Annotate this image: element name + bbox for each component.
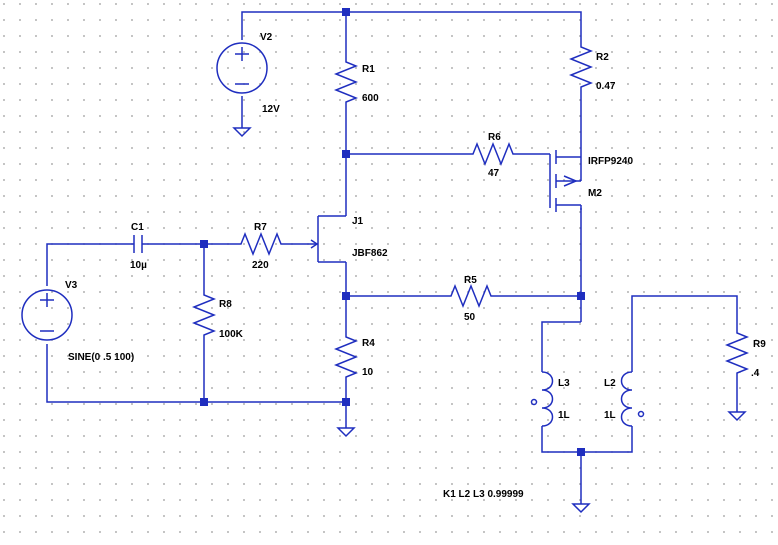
wire-top-rail	[241, 11, 582, 42]
r5-resistor[interactable]	[446, 283, 498, 309]
r5-value: 50	[464, 312, 476, 323]
j1-jfet[interactable]	[310, 215, 346, 263]
r2-resistor[interactable]	[568, 42, 594, 94]
r8-value: 100K	[219, 329, 244, 340]
m2-value: IRFP9240	[588, 156, 633, 167]
l2-value: 1L	[604, 410, 616, 421]
r2-value: 0.47	[596, 81, 616, 92]
j1-name: J1	[352, 216, 364, 227]
r2-name: R2	[596, 52, 609, 63]
r8-name: R8	[219, 299, 232, 310]
ground-symbol	[336, 427, 356, 438]
ground-symbol	[727, 411, 747, 422]
c1-capacitor[interactable]	[130, 235, 148, 253]
c1-name: C1	[131, 222, 144, 233]
r4-resistor[interactable]	[333, 332, 359, 382]
r9-value: .4	[751, 368, 760, 379]
r7-name: R7	[254, 222, 267, 233]
m2-name: M2	[588, 188, 602, 199]
l3-inductor[interactable]	[530, 371, 554, 427]
r1-value: 600	[362, 93, 379, 104]
wires	[46, 11, 738, 504]
wire-l-bottom	[541, 426, 633, 453]
r4-name: R4	[362, 338, 375, 349]
r4-value: 10	[362, 367, 374, 378]
c1-value: 10µ	[130, 260, 147, 271]
ground-symbol	[571, 503, 591, 514]
ground-symbol	[232, 127, 252, 138]
l3-value: 1L	[558, 410, 570, 421]
v2-voltage-source[interactable]	[216, 42, 268, 94]
r9-name: R9	[753, 339, 766, 350]
r1-resistor[interactable]	[333, 57, 359, 108]
r7-resistor[interactable]	[236, 231, 288, 257]
junctions	[200, 8, 585, 456]
wire-bottom-rail	[46, 344, 346, 403]
spice-directive[interactable]: K1 L2 L3 0.99999	[443, 489, 524, 500]
v2-name: V2	[260, 32, 273, 43]
r6-value: 47	[488, 168, 500, 179]
wire-l2-r9	[631, 295, 738, 372]
r8-resistor[interactable]	[191, 290, 217, 342]
wire-v3-c1	[46, 243, 130, 286]
r1-name: R1	[362, 64, 375, 75]
l2-inductor[interactable]	[620, 371, 645, 427]
r6-name: R6	[488, 132, 501, 143]
l2-name: L2	[604, 378, 616, 389]
v2-value: 12V	[262, 104, 280, 115]
v3-voltage-source[interactable]	[21, 289, 73, 341]
wire-l3-top	[541, 321, 581, 372]
v3-name: V3	[65, 280, 78, 291]
r9-resistor[interactable]	[724, 328, 750, 384]
r6-resistor[interactable]	[468, 141, 522, 167]
r7-value: 220	[252, 260, 269, 271]
m2-mosfet[interactable]	[549, 150, 582, 212]
j1-value: JBF862	[352, 248, 388, 259]
l3-name: L3	[558, 378, 570, 389]
v3-value: SINE(0 .5 100)	[68, 352, 134, 363]
r5-name: R5	[464, 275, 477, 286]
